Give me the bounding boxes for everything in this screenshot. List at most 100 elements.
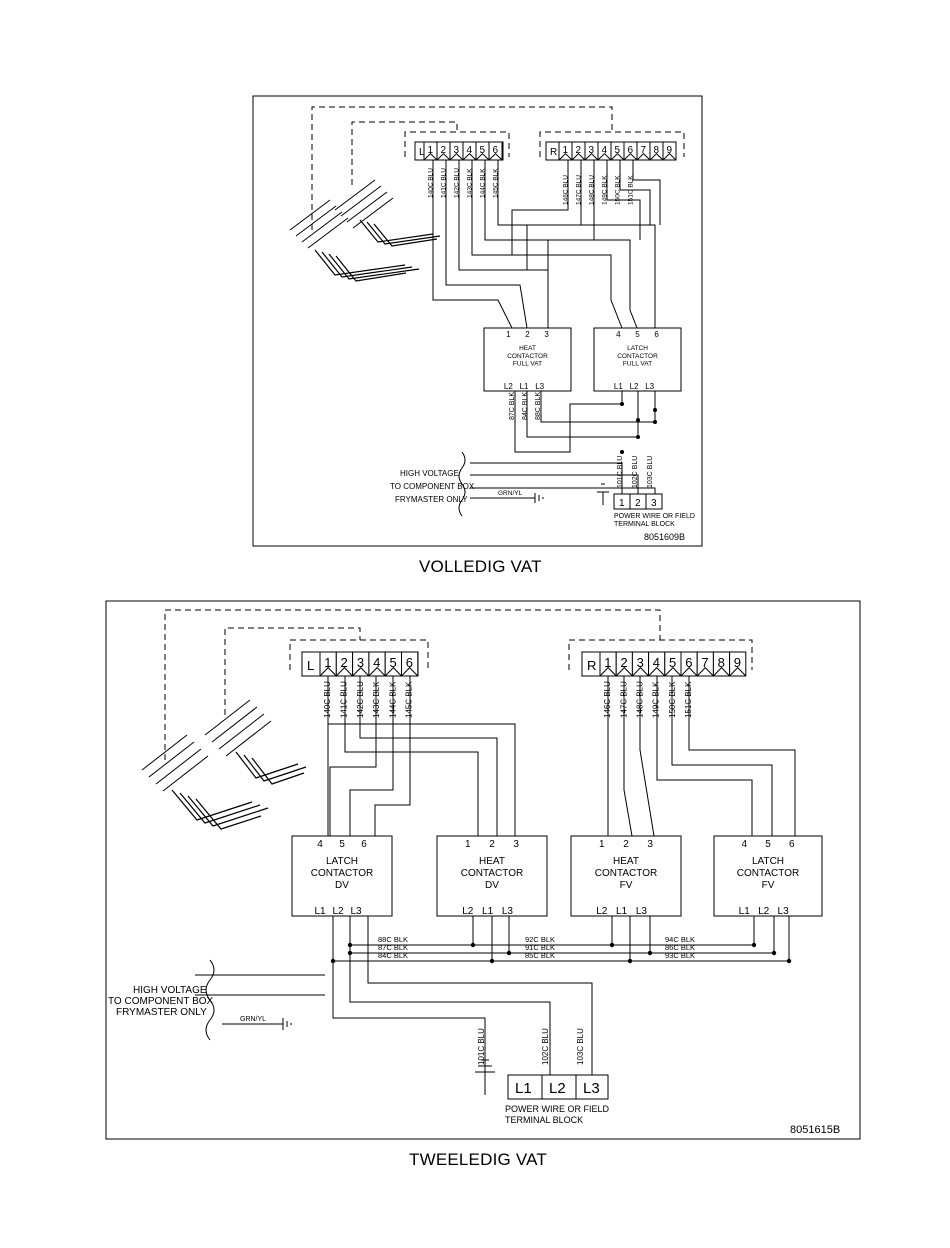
terminal-chevron [571, 153, 586, 161]
contactor-pin: L3 [502, 906, 514, 917]
terminal-pin: 1 [428, 145, 434, 156]
terminal-note: TERMINAL BLOCK [614, 521, 675, 528]
hv-note-line: TO COMPONENT BOX [390, 482, 475, 491]
diagram2-right-block-outline [568, 639, 753, 670]
diagram2-wiring [327, 676, 796, 837]
contactor-label: CONTACTOR [617, 353, 658, 360]
contactor-pin: 5 [765, 839, 771, 850]
contactor-label: DV [335, 880, 349, 891]
terminal-chevron [632, 666, 649, 677]
diagram2-part-number: 8051615B [790, 1124, 840, 1136]
terminal-chevron [636, 153, 651, 161]
terminal-pin: 2 [441, 145, 447, 156]
terminal-chevron [713, 666, 730, 677]
wire-label: 141C BLU [339, 681, 348, 718]
contactor-label: CONTACTOR [311, 868, 373, 879]
terminal-pin: 2 [576, 145, 582, 156]
contactor-pin: L3 [636, 906, 648, 917]
terminal-pin: 6 [628, 145, 634, 156]
contactor-label: FULL VAT [513, 361, 542, 368]
wire-label: 87C BLK [509, 392, 516, 420]
block-label-l: L [307, 658, 314, 673]
wire-label: 145C BLK [493, 168, 500, 198]
contactor-pin: 4 [317, 839, 323, 850]
contactor-pin: 4 [616, 330, 621, 339]
wire-label: 102C BLU [632, 456, 639, 488]
terminal-chevron [423, 153, 438, 161]
contactor-label: FV [762, 880, 775, 891]
wire-label: 88C BLK [535, 392, 542, 420]
contactor-pin: L3 [645, 382, 654, 391]
wire-label: 144C BLK [480, 168, 487, 198]
contactor-label: CONTACTOR [507, 353, 548, 360]
wire-label: 102C BLU [541, 1028, 550, 1065]
contactor-pin: 4 [741, 839, 747, 850]
ground-icon [597, 483, 609, 505]
hv-note-line: TO COMPONENT BOX [108, 996, 214, 1007]
terminal-pin: 2 [341, 655, 348, 670]
wire-label: 141C BLU [441, 168, 448, 198]
wire-label: 149C BLK [602, 175, 609, 205]
contactor-pin: L1 [739, 906, 751, 917]
hv-note-line: HIGH VOLTAGE [133, 985, 207, 996]
diagram1-right-block-outline [539, 131, 685, 157]
terminal-pin: L2 [549, 1080, 566, 1097]
diagram2-field-terminal-block: L1 L2 L3 POWER WIRE OR FIELD TERMINAL BL… [505, 1074, 610, 1125]
contactor-pin: 6 [361, 839, 367, 850]
terminal-chevron [436, 153, 451, 161]
wire-label: 143C BLK [372, 681, 381, 718]
terminal-pin: 4 [373, 655, 380, 670]
contactor-label: CONTACTOR [737, 868, 799, 879]
terminal-chevron [368, 666, 386, 677]
contactor-label: HEAT [613, 856, 639, 867]
terminal-pin: 8 [718, 655, 725, 670]
terminal-chevron [462, 153, 477, 161]
contactor-label: DV [485, 880, 499, 891]
terminal-chevron [729, 666, 747, 677]
bus-label: 85C BLK [525, 951, 555, 960]
contactor-pin: 5 [635, 330, 640, 339]
terminal-chevron [623, 153, 638, 161]
contactor-label: CONTACTOR [595, 868, 657, 879]
wire-label: 148C BLU [589, 175, 596, 205]
contactor-label: CONTACTOR [461, 868, 523, 879]
diagram1-dashed-leader [351, 121, 458, 185]
contactor-label: LATCH [627, 345, 648, 352]
terminal-pin: 3 [637, 655, 644, 670]
terminal-pin: L1 [515, 1080, 532, 1097]
contactor-label: FULL VAT [623, 361, 652, 368]
terminal-chevron [401, 666, 419, 677]
terminal-pin: 4 [467, 145, 473, 156]
diagram1-heating-element-icon [289, 179, 441, 282]
wire-label: 149C BLK [652, 681, 661, 718]
terminal-chevron [599, 666, 617, 677]
diagram1-part-number: 8051609B [644, 532, 685, 542]
bus-label: 91C BLK [525, 943, 555, 952]
contactor-pin: 2 [623, 839, 629, 850]
terminal-pin: 5 [615, 145, 621, 156]
ground-label: GRN/YL [240, 1016, 266, 1023]
terminal-chevron [335, 666, 353, 677]
bus-label: 86C BLK [665, 943, 695, 952]
terminal-pin: 9 [667, 145, 673, 156]
wire-label: 145C BLK [405, 681, 414, 718]
terminal-pin: 3 [651, 498, 657, 509]
diagram2-left-block-outline [289, 639, 429, 670]
wire-label: 150C BLK [615, 175, 622, 205]
terminal-pin: 2 [620, 655, 627, 670]
contactor-label: HEAT [479, 856, 505, 867]
terminal-chevron [475, 153, 490, 161]
contactor-pin: L2 [504, 382, 513, 391]
diagram1-left-block-outline [404, 131, 510, 157]
diagram1-dashed-leader [311, 106, 613, 230]
contactor-pin: L2 [596, 906, 608, 917]
diagram2-heating-element-icon [141, 699, 307, 830]
contactor-pin: 5 [339, 839, 345, 850]
contactor-pin: 2 [489, 839, 495, 850]
terminal-chevron [648, 666, 666, 677]
bus-label: 92C BLK [525, 935, 555, 944]
diagram1-caption: VOLLEDIG VAT [419, 557, 542, 576]
terminal-pin: 5 [389, 655, 396, 670]
